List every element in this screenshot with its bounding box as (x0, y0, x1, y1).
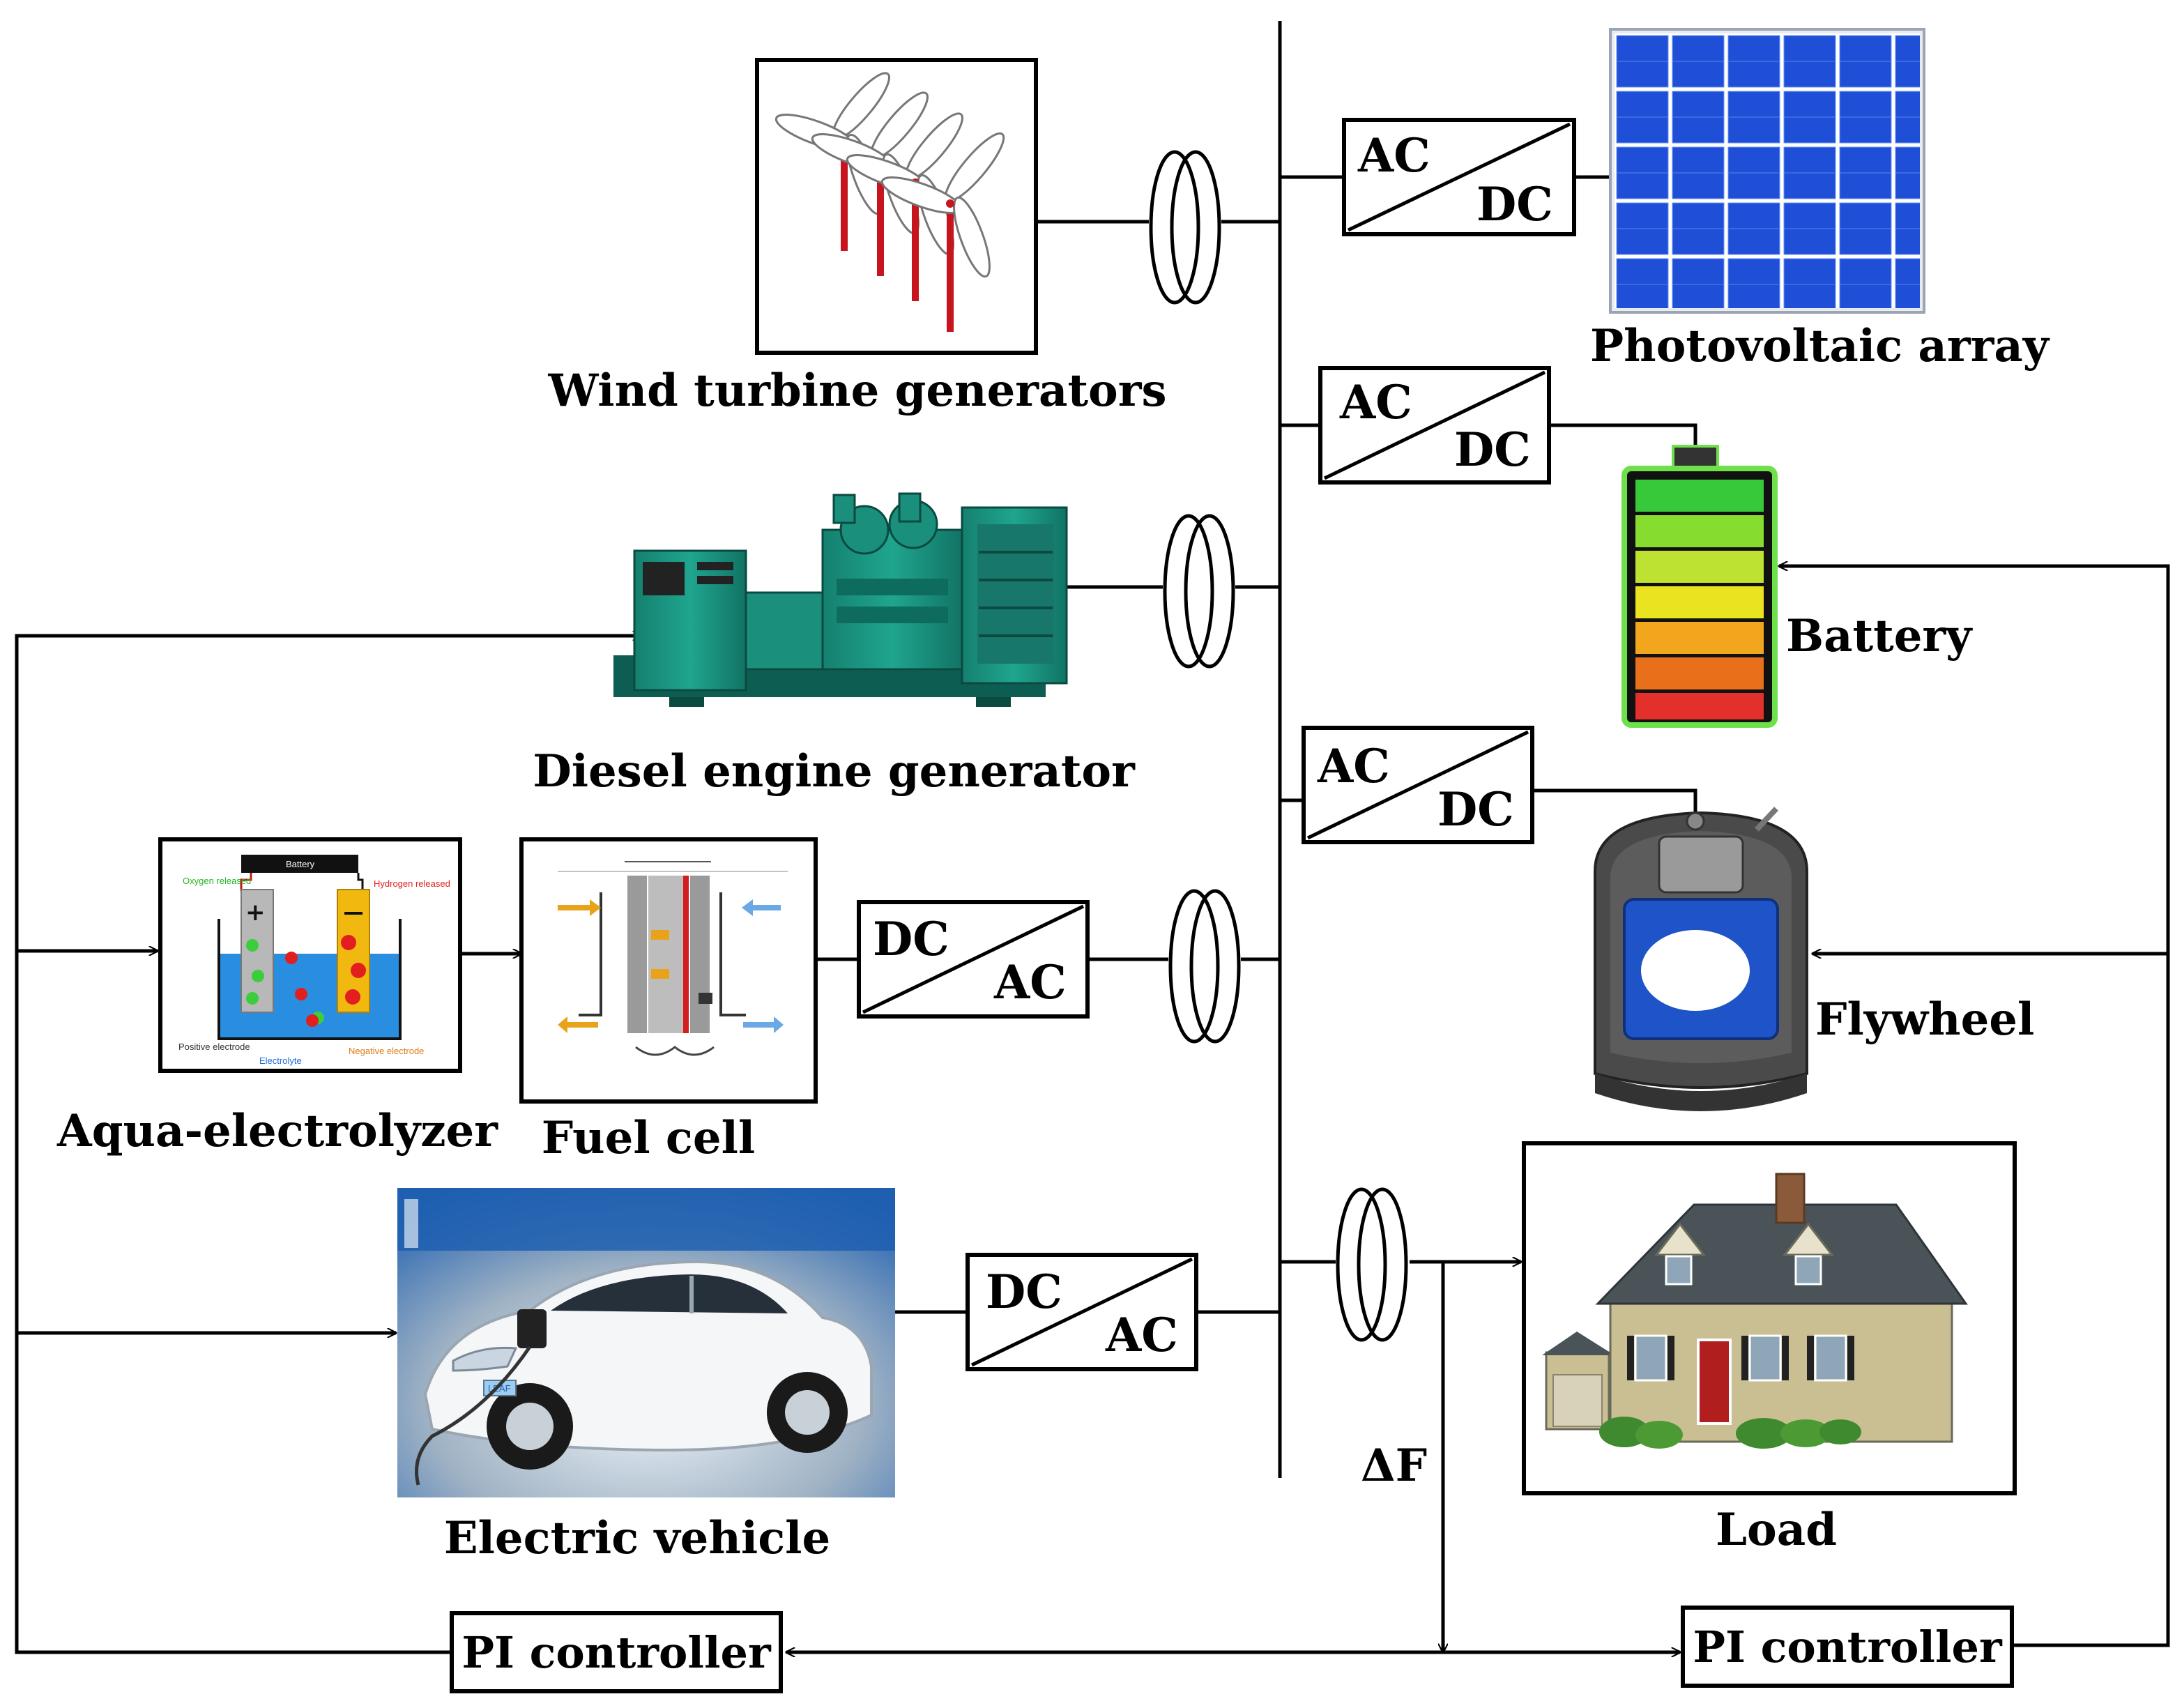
electrolyte-text: Electrolyte (259, 1055, 302, 1066)
pi-controller-right-label: PI controller (1693, 1622, 2003, 1672)
transformer-diesel (1163, 514, 1235, 669)
converter-flywheel-top: AC (1317, 739, 1390, 793)
converter-flywheel: AC DC (1302, 726, 1534, 844)
delta-f-label: ΔF (1361, 1440, 1427, 1492)
converter-battery: AC DC (1318, 366, 1551, 485)
converter-fuel-cell-top: DC (873, 912, 949, 966)
transformer-fuel-cell (1168, 889, 1241, 1044)
fuel-cell-icon (519, 837, 818, 1104)
converter-ev: DC AC (966, 1253, 1198, 1371)
converter-pv-top: AC (1357, 128, 1430, 183)
ev-label: Electric vehicle (444, 1512, 830, 1564)
load-label: Load (1716, 1504, 1837, 1556)
turbine-4 (880, 132, 1005, 332)
electric-vehicle-icon: LEAF (397, 1188, 895, 1497)
electrolyzer-battery-text: Battery (286, 859, 315, 869)
converter-ev-bottom: AC (1105, 1308, 1178, 1362)
flywheel-label: Flywheel (1815, 993, 2034, 1046)
negative-electrode-text: Negative electrode (349, 1046, 424, 1056)
battery-label: Battery (1786, 610, 1973, 662)
pi-controller-left-label: PI controller (461, 1627, 772, 1678)
connection-wires (15, 175, 2170, 1652)
pi-controller-left: PI controller (450, 1611, 783, 1693)
converter-fuel-cell: DC AC (857, 900, 1090, 1019)
photovoltaic-panel-icon (1609, 28, 1925, 314)
diesel-generator-icon (613, 492, 1068, 707)
load-house-icon (1522, 1141, 2017, 1495)
hydrogen-text: Hydrogen released (374, 878, 450, 889)
transformer-wind (1149, 150, 1221, 305)
converter-flywheel-bottom: DC (1437, 782, 1514, 837)
svg-text:+: + (245, 899, 266, 927)
positive-electrode-text: Positive electrode (178, 1042, 250, 1052)
battery-icon (1621, 445, 1778, 728)
converter-battery-bottom: DC (1454, 422, 1531, 477)
converter-ev-top: DC (986, 1265, 1062, 1319)
fuel-cell-label: Fuel cell (542, 1112, 755, 1164)
electrolyzer-label: Aqua-electrolyzer (56, 1105, 498, 1157)
pv-label: Photovoltaic array (1590, 320, 2050, 372)
wind-turbine-icon (755, 58, 1038, 355)
flywheel-icon (1594, 807, 1808, 1111)
transformer-load (1336, 1187, 1408, 1342)
converter-pv: AC DC (1342, 118, 1576, 236)
converter-fuel-cell-bottom: AC (993, 955, 1067, 1009)
wind-turbine-label: Wind turbine generators (548, 365, 1167, 417)
oxygen-text: Oxygen released (183, 876, 251, 886)
pi-controller-right: PI controller (1681, 1606, 2014, 1688)
electrolyzer-icon: Battery + Oxygen released Hydrogen relea… (158, 837, 462, 1073)
converter-battery-top: AC (1339, 375, 1412, 429)
converter-pv-bottom: DC (1476, 177, 1553, 231)
diesel-label: Diesel engine generator (533, 745, 1136, 798)
